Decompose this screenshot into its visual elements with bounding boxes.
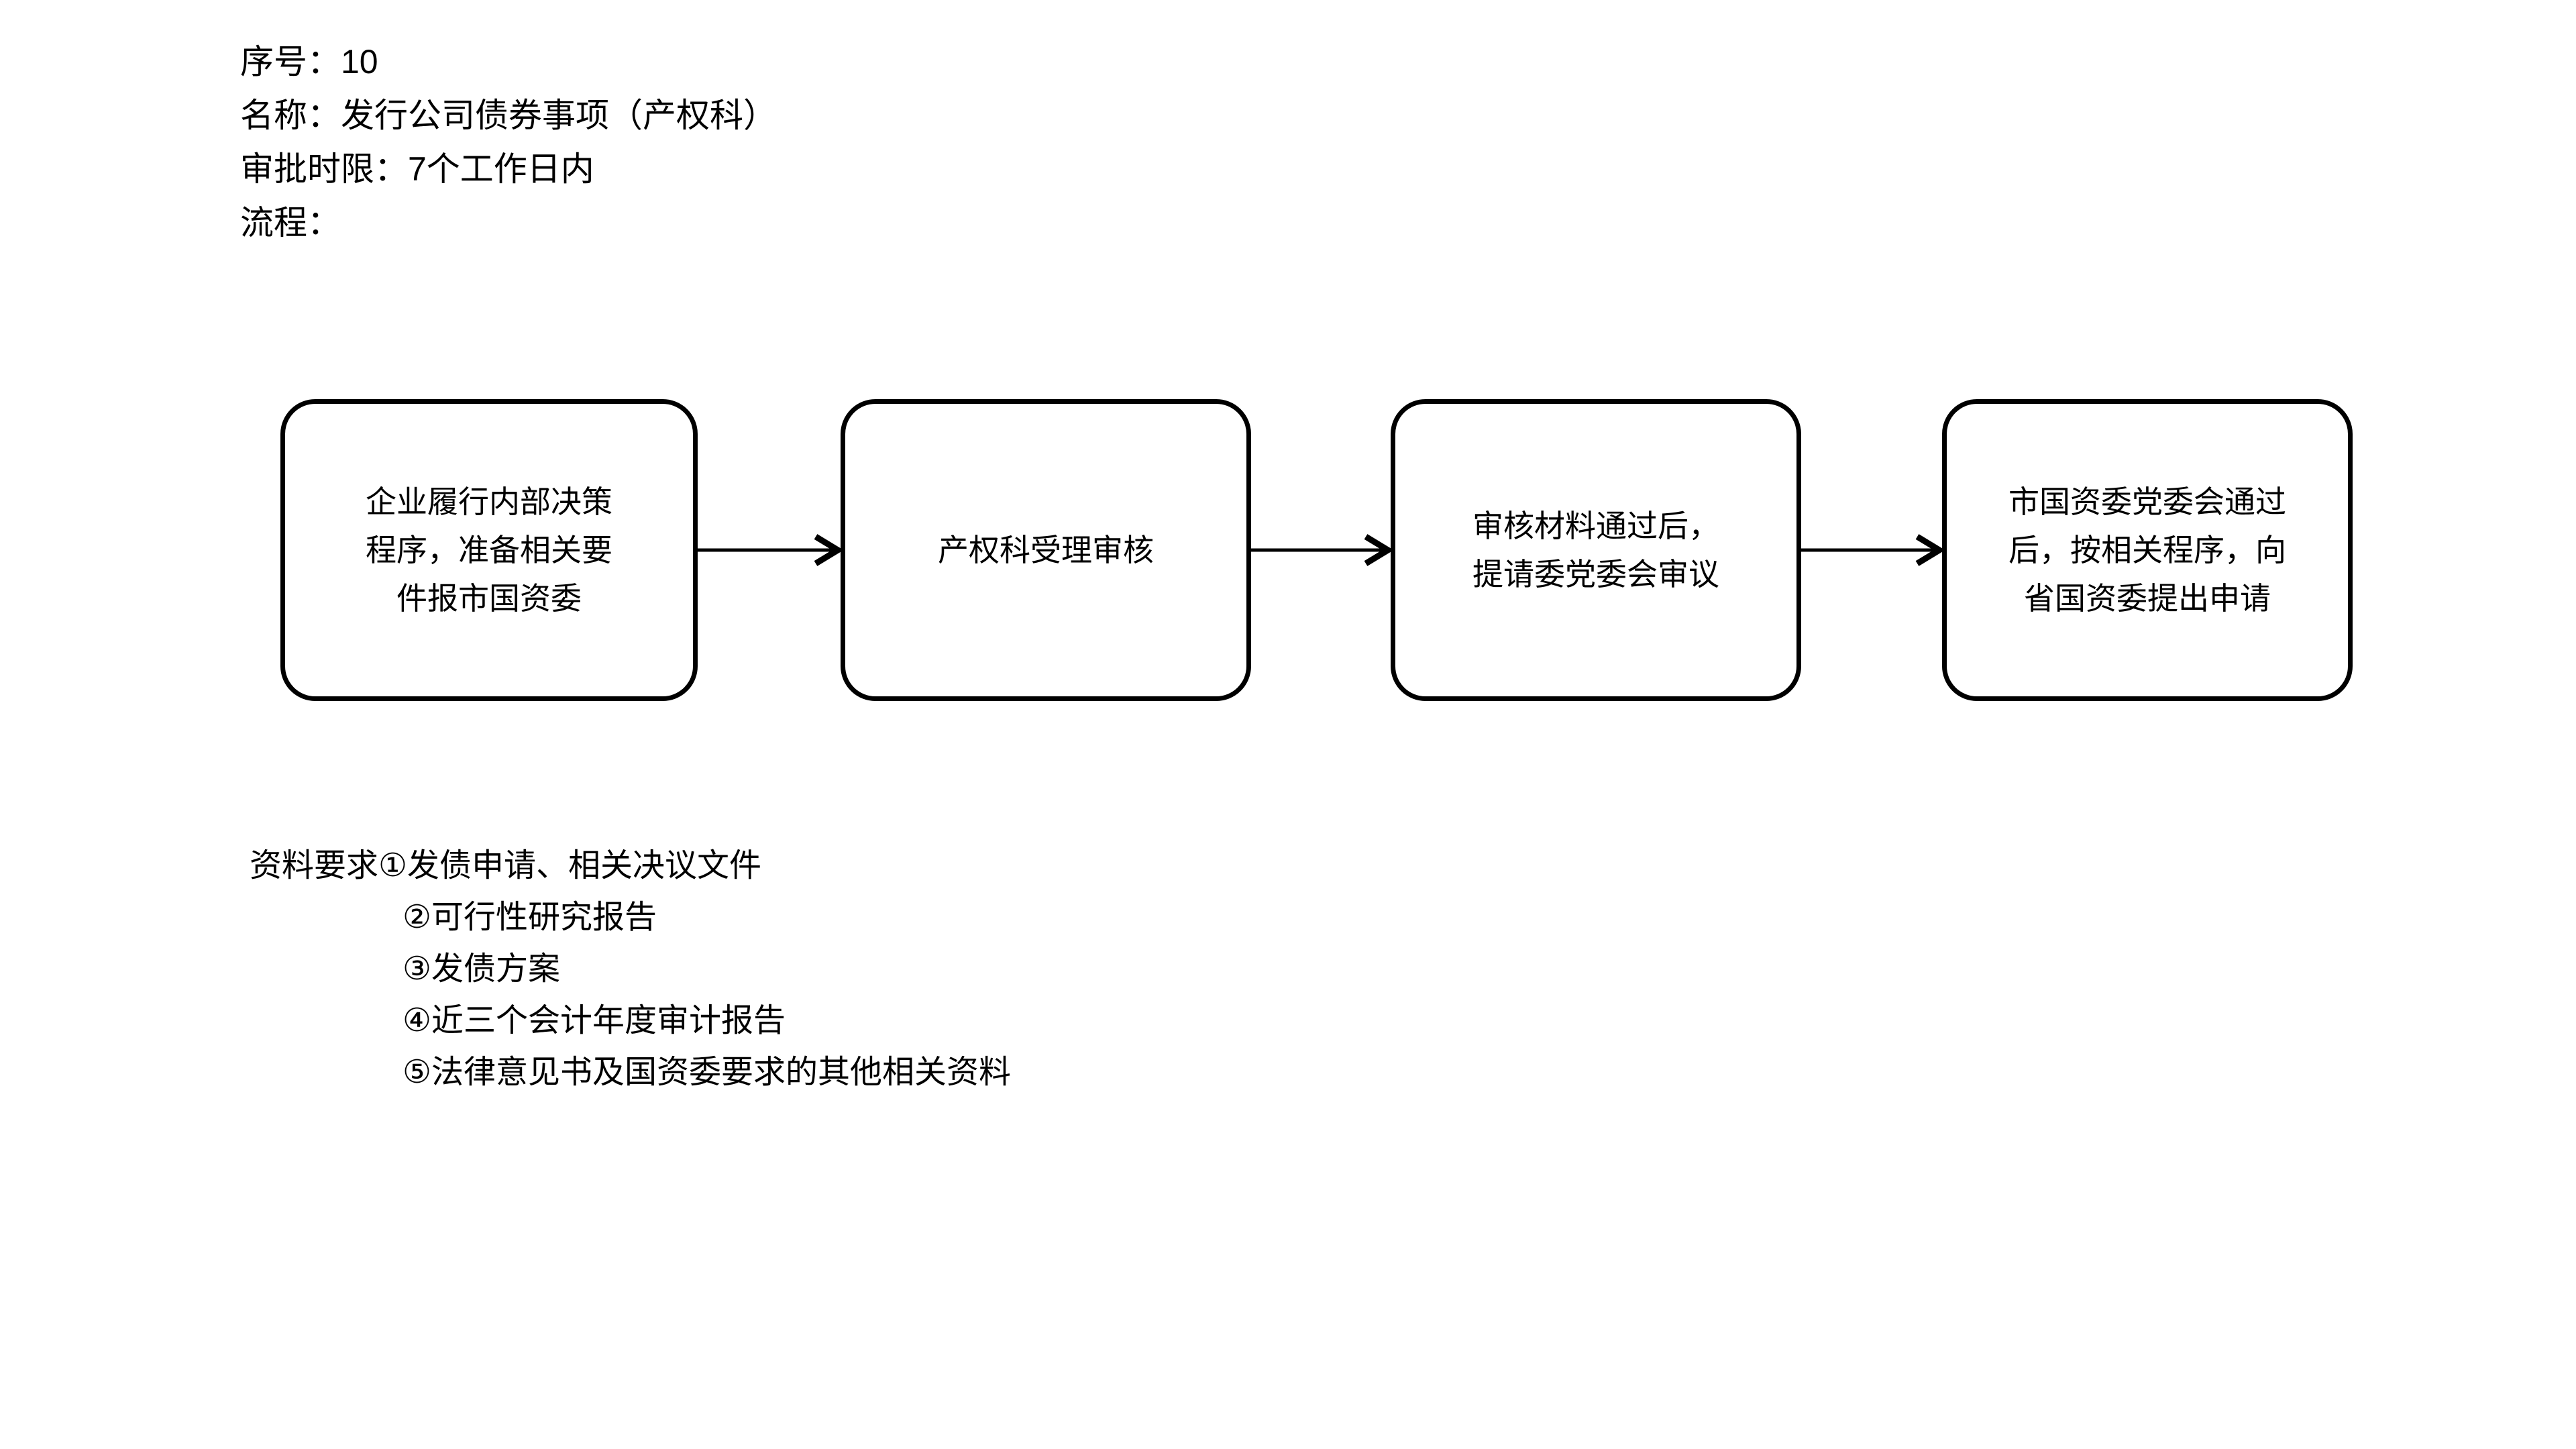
flow-node-label: 市国资委党委会通过 后，按相关程序，向 省国资委提出申请 bbox=[2008, 484, 2286, 616]
requirements-item-2: ②可行性研究报告 bbox=[402, 900, 657, 935]
flow-node-provincial-sasac-application[interactable]: 市国资委党委会通过 后，按相关程序，向 省国资委提出申请 bbox=[1942, 399, 2353, 701]
header-block: 序号：10 名称：发行公司债券事项（产权科） 审批时限：7个工作日内 流程： bbox=[240, 35, 1984, 250]
requirements-item-4: ④近三个会计年度审计报告 bbox=[402, 1003, 786, 1038]
flow-node-label: 审核材料通过后， 提请委党委会审议 bbox=[1472, 508, 1719, 592]
header-line-process: 流程： bbox=[240, 204, 341, 241]
flow-arrow-3[interactable] bbox=[1801, 530, 1945, 570]
requirements-heading: 资料要求①发债申请、相关决议文件 bbox=[250, 848, 762, 883]
header-line-serial: 序号：10 bbox=[240, 43, 378, 80]
flow-node-party-committee-deliberation[interactable]: 审核材料通过后， 提请委党委会审议 bbox=[1391, 399, 1801, 701]
header-line-deadline: 审批时限：7个工作日内 bbox=[240, 150, 594, 188]
flow-arrow-2[interactable] bbox=[1251, 530, 1394, 570]
flow-node-property-rights-section-review[interactable]: 产权科受理审核 bbox=[841, 399, 1251, 701]
requirements-item-3: ③发债方案 bbox=[402, 951, 561, 987]
flow-node-enterprise-internal-decision[interactable]: 企业履行内部决策 程序，准备相关要 件报市国资委 bbox=[280, 399, 698, 701]
requirements-block: 资料要求①发债申请、相关决议文件 ②可行性研究报告 ③发债方案 ④近三个会计年度… bbox=[250, 840, 1860, 1098]
flow-node-label: 产权科受理审核 bbox=[938, 533, 1154, 568]
flow-node-label: 企业履行内部决策 程序，准备相关要 件报市国资委 bbox=[366, 484, 612, 616]
flow-arrow-1[interactable] bbox=[698, 530, 844, 570]
header-line-name: 名称：发行公司债券事项（产权科） bbox=[240, 97, 777, 134]
requirements-item-5: ⑤法律意见书及国资委要求的其他相关资料 bbox=[402, 1055, 1012, 1090]
